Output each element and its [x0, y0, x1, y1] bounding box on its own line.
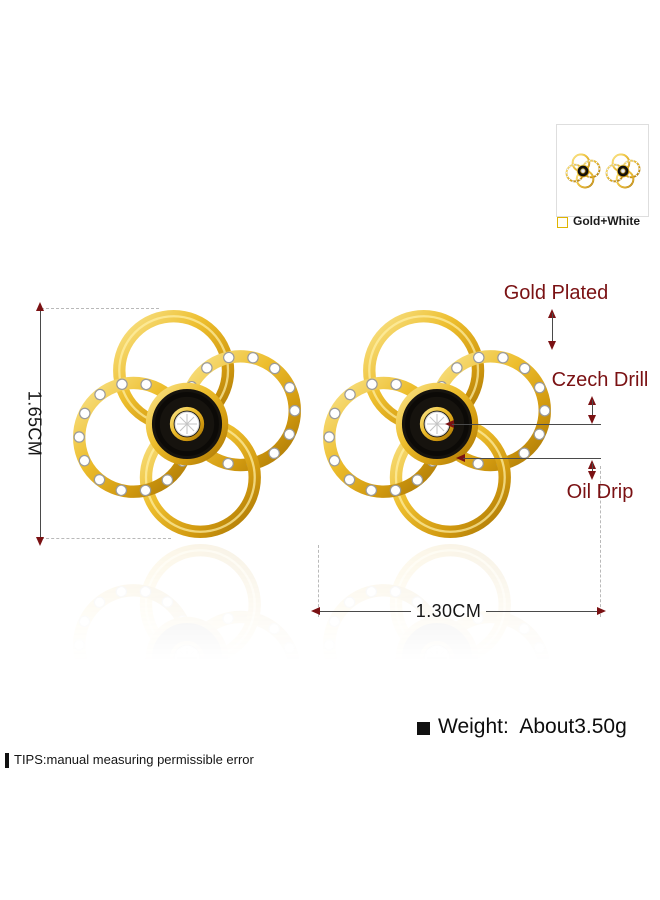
czech-drill-pointer-line: [452, 424, 601, 425]
variant-label: Gold+White: [573, 214, 640, 228]
color-swatch-checkbox[interactable]: [557, 217, 568, 228]
width-arrow-right-icon: [597, 607, 606, 615]
width-dimension-line-left: [319, 611, 411, 612]
callout-gold-plated: Gold Plated: [503, 282, 609, 304]
height-extension-line-bottom: [41, 538, 171, 539]
width-arrow-left-icon: [311, 607, 320, 615]
height-arrow-up-icon: [36, 302, 44, 311]
tips-text: TIPS:manual measuring permissible error: [14, 752, 254, 767]
height-arrow-down-icon: [36, 537, 44, 546]
oil-drip-pointer-arrow-icon: [456, 454, 465, 462]
czech-drill-pointer-arrow-icon: [445, 420, 454, 428]
oil-drip-arrow-down-icon: [588, 471, 596, 480]
gold-plated-arrow-down-icon: [548, 341, 556, 350]
weight-spec: Weight: About3.50g: [438, 715, 627, 738]
weight-bullet-square-icon: [417, 722, 430, 735]
earring-thumb-right: [604, 152, 642, 190]
earring-left-reflection: [63, 534, 311, 782]
earring-right-reflection: [313, 534, 561, 782]
width-extension-line-left: [318, 545, 319, 617]
czech-drill-arrow-down-icon: [588, 415, 596, 424]
height-extension-line-top: [41, 308, 159, 309]
width-dimension-label: 1.30CM: [415, 601, 482, 621]
height-dimension-label: 1.65CM: [24, 390, 45, 457]
callout-czech-drill: Czech Drill: [551, 369, 649, 391]
earring-thumb-left: [564, 152, 602, 190]
earring-left-image: [63, 300, 311, 548]
czech-drill-leader-line: [592, 400, 593, 416]
variant-thumbnail[interactable]: [556, 124, 649, 217]
width-extension-line-right: [600, 466, 601, 617]
oil-drip-leader-line: [592, 463, 593, 473]
gold-plated-leader-line: [552, 313, 553, 343]
oil-drip-pointer-line: [463, 458, 601, 459]
tips-marker-bar-icon: [5, 753, 9, 768]
height-dimension-line: [40, 309, 41, 539]
callout-oil-drip: Oil Drip: [566, 481, 634, 503]
width-dimension-line-right: [486, 611, 597, 612]
